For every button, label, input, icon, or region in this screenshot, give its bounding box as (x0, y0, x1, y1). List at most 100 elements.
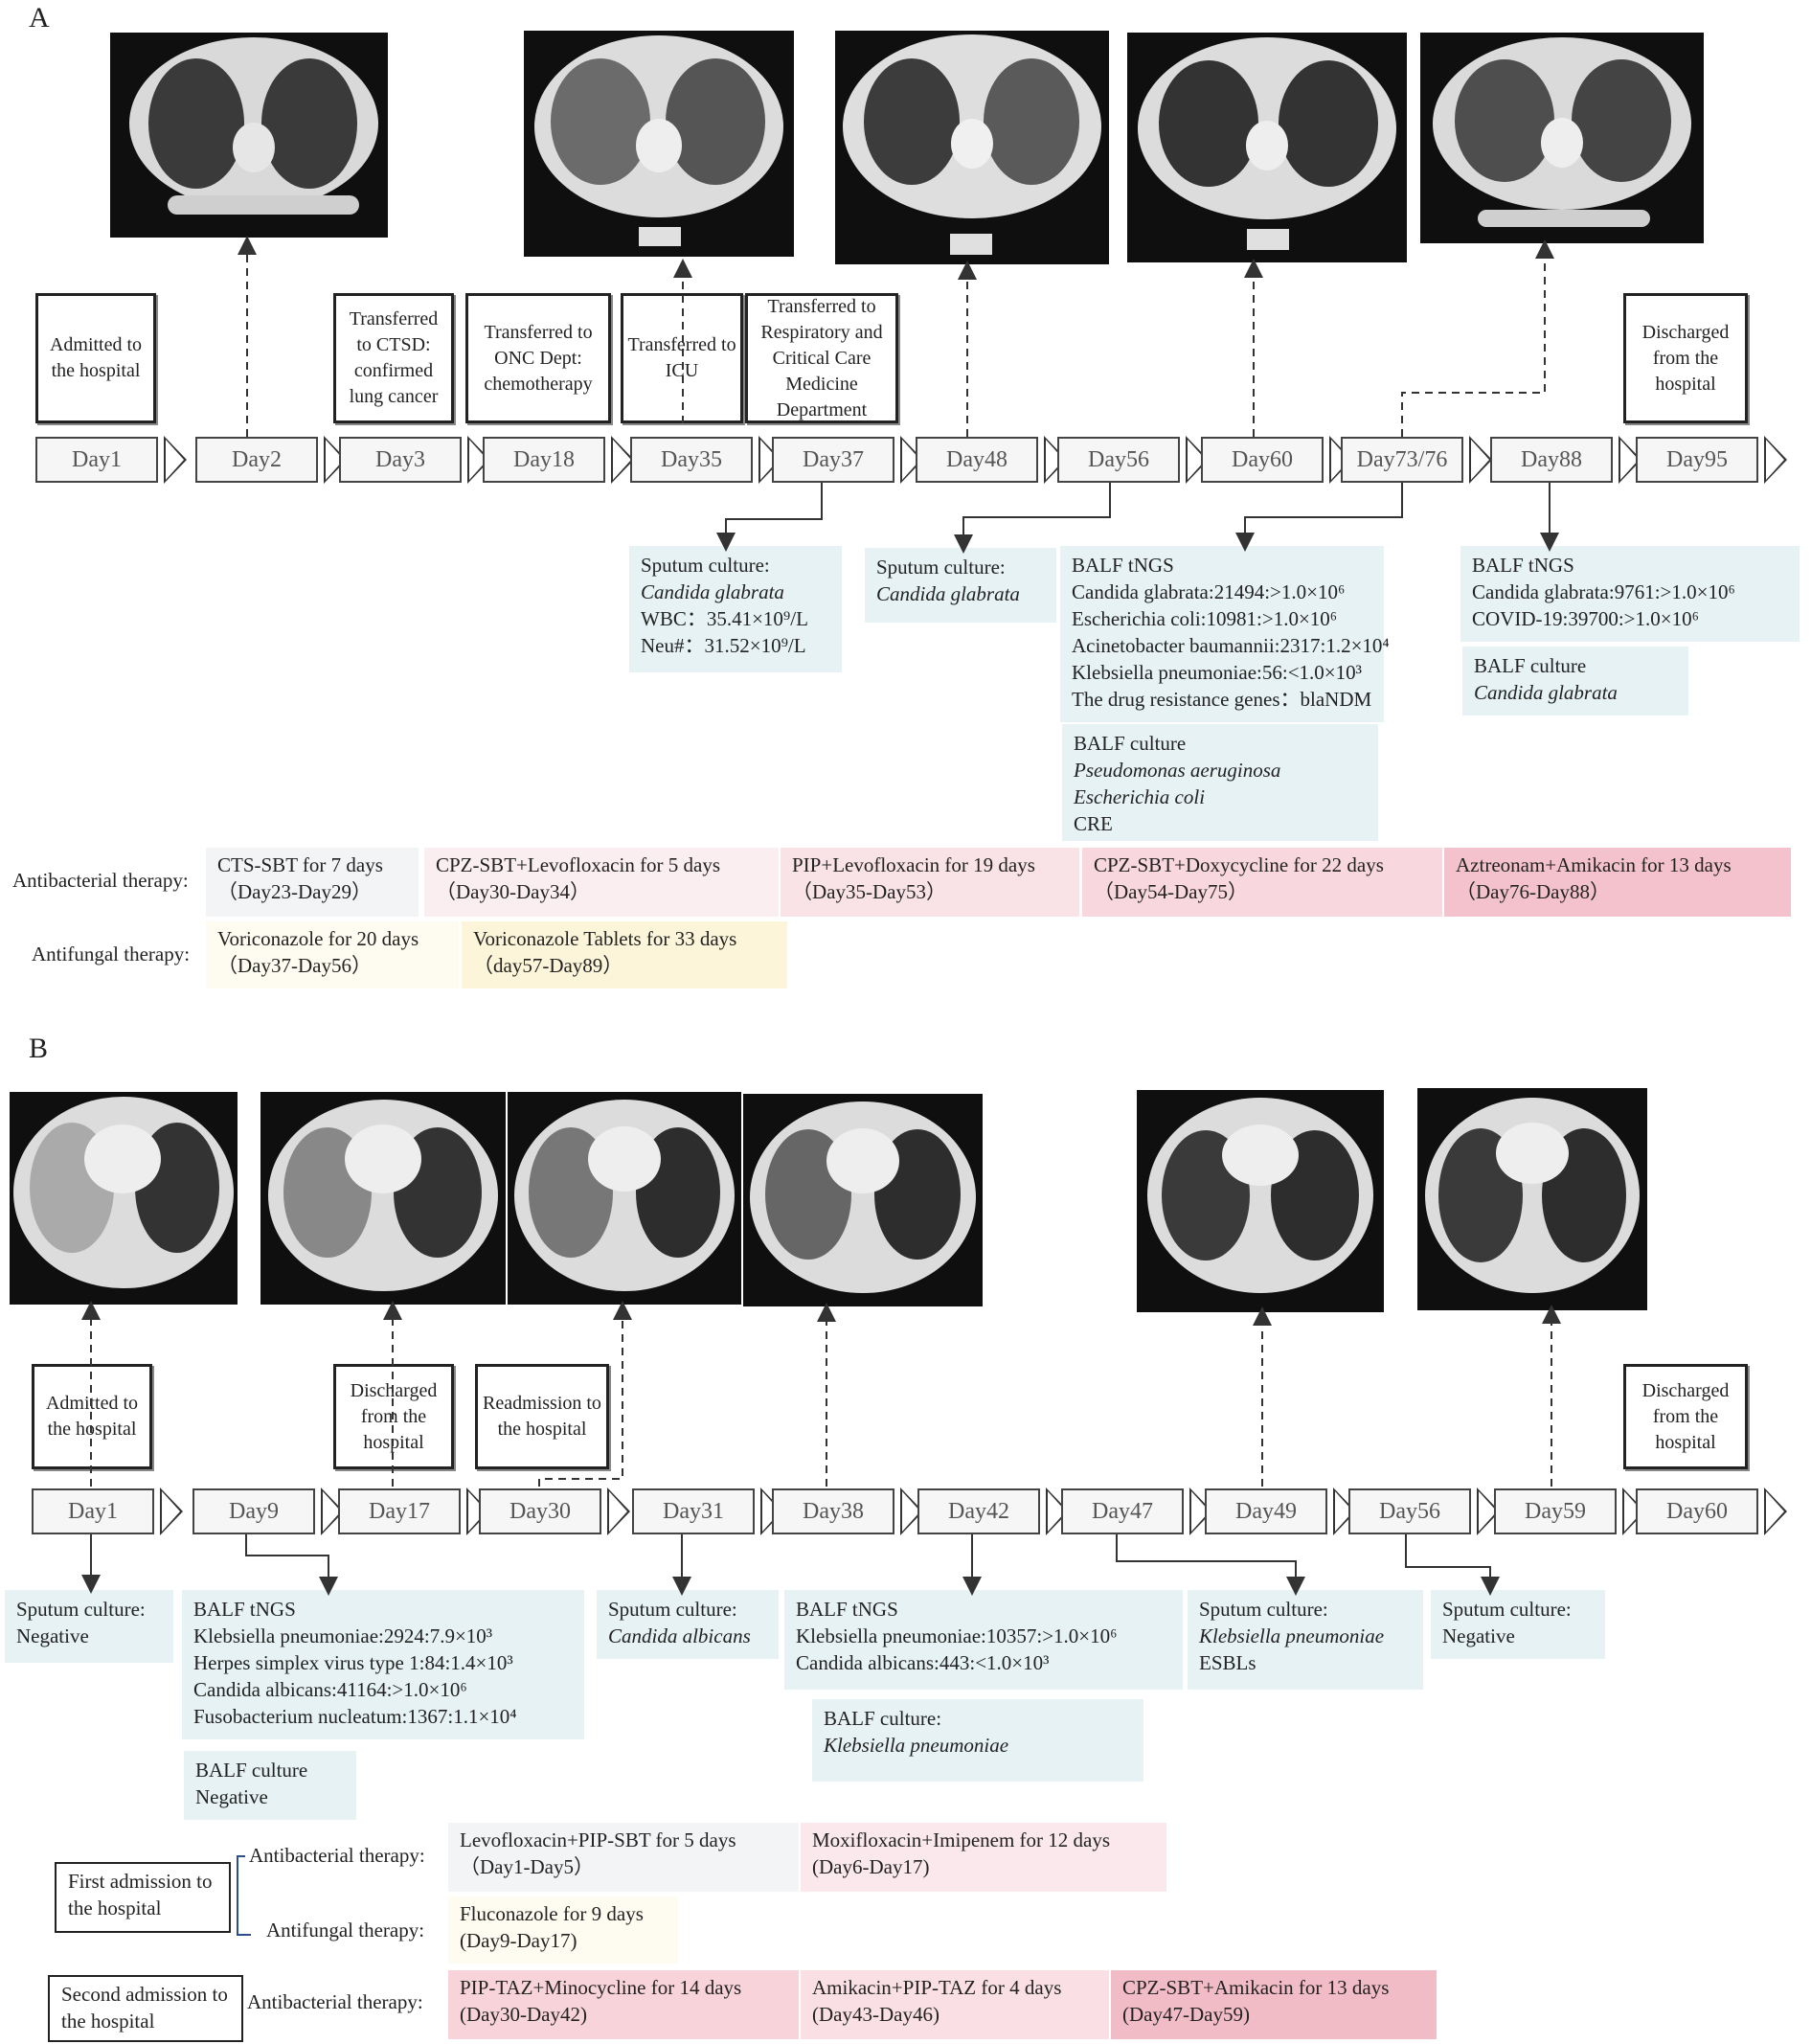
ct-image-b-day1 (10, 1092, 238, 1305)
therapy-bar: PIP-TAZ+Minocycline for 14 days (Day30-Da… (448, 1970, 799, 2039)
therapy-bar: PIP+Levofloxacin for 19 days （Day35-Day53… (781, 848, 1079, 917)
event-a-ctsd: Transferred to CTSD: confirmed lung canc… (333, 293, 454, 423)
therapy-drug: Amikacin+PIP-TAZ for 4 days (812, 1976, 1062, 1999)
day-box-b-11: Day59 (1494, 1488, 1617, 1534)
finding-b-day9-tngs: BALF tNGS Klebsiella pneumoniae:2924:7.9… (182, 1590, 584, 1739)
event-a-admitted: Admitted to the hospital (35, 293, 156, 423)
therapy-drug: PIP+Levofloxacin for 19 days (792, 853, 1035, 876)
therapy-bar: Amikacin+PIP-TAZ for 4 days (Day43-Day46) (801, 1970, 1109, 2039)
day-box-b-5: Day31 (632, 1488, 755, 1534)
day-box-b-9: Day49 (1205, 1488, 1327, 1534)
therapy-bar: Voriconazole Tablets for 33 days （day57-D… (462, 921, 787, 988)
event-a-respiratory: Transferred to Respiratory and Critical … (745, 293, 898, 423)
therapy-dates: （Day37-Day56） (217, 954, 372, 977)
day-box-a-10: Day73/76 (1341, 437, 1463, 483)
day-box-b-8: Day47 (1061, 1488, 1184, 1534)
therapy-dates: (Day43-Day46) (812, 2003, 939, 2026)
therapy-drug: Moxifloxacin+Imipenem for 12 days (812, 1828, 1111, 1851)
therapy-dates: （Day23-Day29） (217, 880, 372, 903)
finding-a-day48: Sputum culture: Candida glabrata (865, 548, 1056, 623)
day-box-a-6: Day37 (772, 437, 894, 483)
day-box-a-11: Day88 (1490, 437, 1613, 483)
day-box-b-10: Day56 (1348, 1488, 1471, 1534)
therapy-dates: (Day9-Day17) (460, 1929, 577, 1952)
finding-a-day37: Sputum culture: Candida glabrata WBC：35.… (629, 546, 842, 672)
therapy-bar: Fluconazole for 9 days (Day9-Day17) (448, 1896, 678, 1964)
event-b-discharged-final: Discharged from the hospital (1623, 1364, 1748, 1469)
event-b-readmission: Readmission to the hospital (475, 1364, 609, 1469)
ct-image-b-day59 (1417, 1088, 1647, 1310)
day-box-b-12: Day60 (1636, 1488, 1758, 1534)
therapy-drug: Levofloxacin+PIP-SBT for 5 days (460, 1828, 736, 1851)
finding-a-day60-culture: BALF culture Pseudomonas aeruginosa Esch… (1062, 724, 1378, 841)
therapy-label-a-antibacterial: Antibacterial therapy: (12, 869, 189, 892)
therapy-dates: （Day30-Day34） (436, 880, 590, 903)
ct-image-a-day35 (524, 31, 794, 257)
therapy-dates: （Day35-Day53） (792, 880, 946, 903)
day-box-b-1: Day1 (32, 1488, 154, 1534)
day-box-a-3: Day3 (339, 437, 462, 483)
ct-image-b-day30 (508, 1092, 741, 1305)
day-box-a-1: Day1 (35, 437, 158, 483)
ct-image-a-day60 (1127, 33, 1407, 262)
ct-image-a-day2 (110, 33, 388, 238)
therapy-bar: Voriconazole for 20 days （Day37-Day56） (206, 921, 459, 988)
day-box-b-6: Day38 (772, 1488, 894, 1534)
therapy-dates: (Day47-Day59) (1122, 2003, 1250, 2026)
therapy-dates: (Day30-Day42) (460, 2003, 587, 2026)
day-box-b-7: Day42 (917, 1488, 1040, 1534)
ct-image-a-day48 (835, 31, 1109, 264)
first-admission-box: First admission to the hospital (55, 1862, 231, 1933)
panel-a-label: A (29, 2, 50, 34)
therapy-label-b-second-antibacterial: Antibacterial therapy: (247, 1990, 423, 2013)
finding-b-day42-culture: BALF culture: Klebsiella pneumoniae (812, 1699, 1143, 1782)
day-box-b-2: Day9 (192, 1488, 315, 1534)
finding-b-day47: Sputum culture: Klebsiella pneumoniae ES… (1188, 1590, 1423, 1690)
day-box-a-5: Day35 (630, 437, 753, 483)
day-box-a-2: Day2 (195, 437, 318, 483)
therapy-bar: CTS-SBT for 7 days （Day23-Day29） (206, 848, 419, 917)
ct-image-b-day38 (743, 1094, 983, 1306)
therapy-bar: Levofloxacin+PIP-SBT for 5 days （Day1-Day… (448, 1823, 799, 1892)
finding-b-day31: Sputum culture: Candida albicans (597, 1590, 779, 1659)
therapy-drug: PIP-TAZ+Minocycline for 14 days (460, 1976, 742, 1999)
therapy-bar: Moxifloxacin+Imipenem for 12 days (Day6-D… (801, 1823, 1166, 1892)
second-admission-box: Second admission to the hospital (48, 1975, 243, 2042)
therapy-drug: CTS-SBT for 7 days (217, 853, 383, 876)
therapy-label-b-first-antifungal: Antifungal therapy: (266, 1919, 425, 1942)
day-box-a-4: Day18 (483, 437, 605, 483)
therapy-drug: Aztreonam+Amikacin for 13 days (1456, 853, 1732, 876)
therapy-label-b-first-antibacterial: Antibacterial therapy: (249, 1844, 425, 1867)
day-box-a-7: Day48 (916, 437, 1038, 483)
ct-image-b-day49 (1137, 1090, 1384, 1312)
finding-a-day60-tngs: BALF tNGS Candida glabrata:21494:>1.0×10… (1060, 546, 1390, 722)
therapy-drug: Voriconazole Tablets for 33 days (473, 927, 737, 950)
event-a-onc: Transferred to ONC Dept: chemotherapy (465, 293, 611, 423)
therapy-dates: （Day54-Day75） (1094, 880, 1248, 903)
therapy-bar: CPZ-SBT+Doxycycline for 22 days（Day54-Da… (1082, 848, 1442, 917)
therapy-drug: Fluconazole for 9 days (460, 1902, 644, 1925)
therapy-dates: （Day1-Day5） (460, 1855, 594, 1878)
therapy-label-a-antifungal: Antifungal therapy: (32, 943, 191, 965)
finding-b-day9-culture: BALF culture Negative (184, 1751, 356, 1820)
day-box-a-8: Day56 (1057, 437, 1180, 483)
panel-b-label: B (29, 1033, 49, 1064)
ct-image-a-day73 (1420, 33, 1704, 243)
therapy-dates: (Day6-Day17) (812, 1855, 930, 1878)
finding-a-day88-culture: BALF culture Candida glabrata (1462, 647, 1688, 715)
finding-b-day1: Sputum culture: Negative (5, 1590, 173, 1663)
therapy-drug: CPZ-SBT+Levofloxacin for 5 days (436, 853, 721, 876)
therapy-drug: Voriconazole for 20 days (217, 927, 419, 950)
day-box-a-9: Day60 (1201, 437, 1324, 483)
day-box-b-4: Day30 (479, 1488, 601, 1534)
ct-image-b-day17 (260, 1092, 506, 1305)
therapy-bar: CPZ-SBT+Amikacin for 13 days (Day47-Day59… (1111, 1970, 1437, 2039)
therapy-drug: CPZ-SBT+Amikacin for 13 days (1122, 1976, 1390, 1999)
therapy-bar: Aztreonam+Amikacin for 13 days （Day76-Day… (1444, 848, 1791, 917)
therapy-dates: （Day76-Day88） (1456, 880, 1610, 903)
finding-b-day42-tngs: BALF tNGS Klebsiella pneumoniae:10357:>1… (784, 1590, 1183, 1690)
therapy-bar: CPZ-SBT+Levofloxacin for 5 days （Day30-Da… (424, 848, 779, 917)
therapy-dates: （day57-Day89） (473, 954, 623, 977)
day-box-b-3: Day17 (338, 1488, 461, 1534)
